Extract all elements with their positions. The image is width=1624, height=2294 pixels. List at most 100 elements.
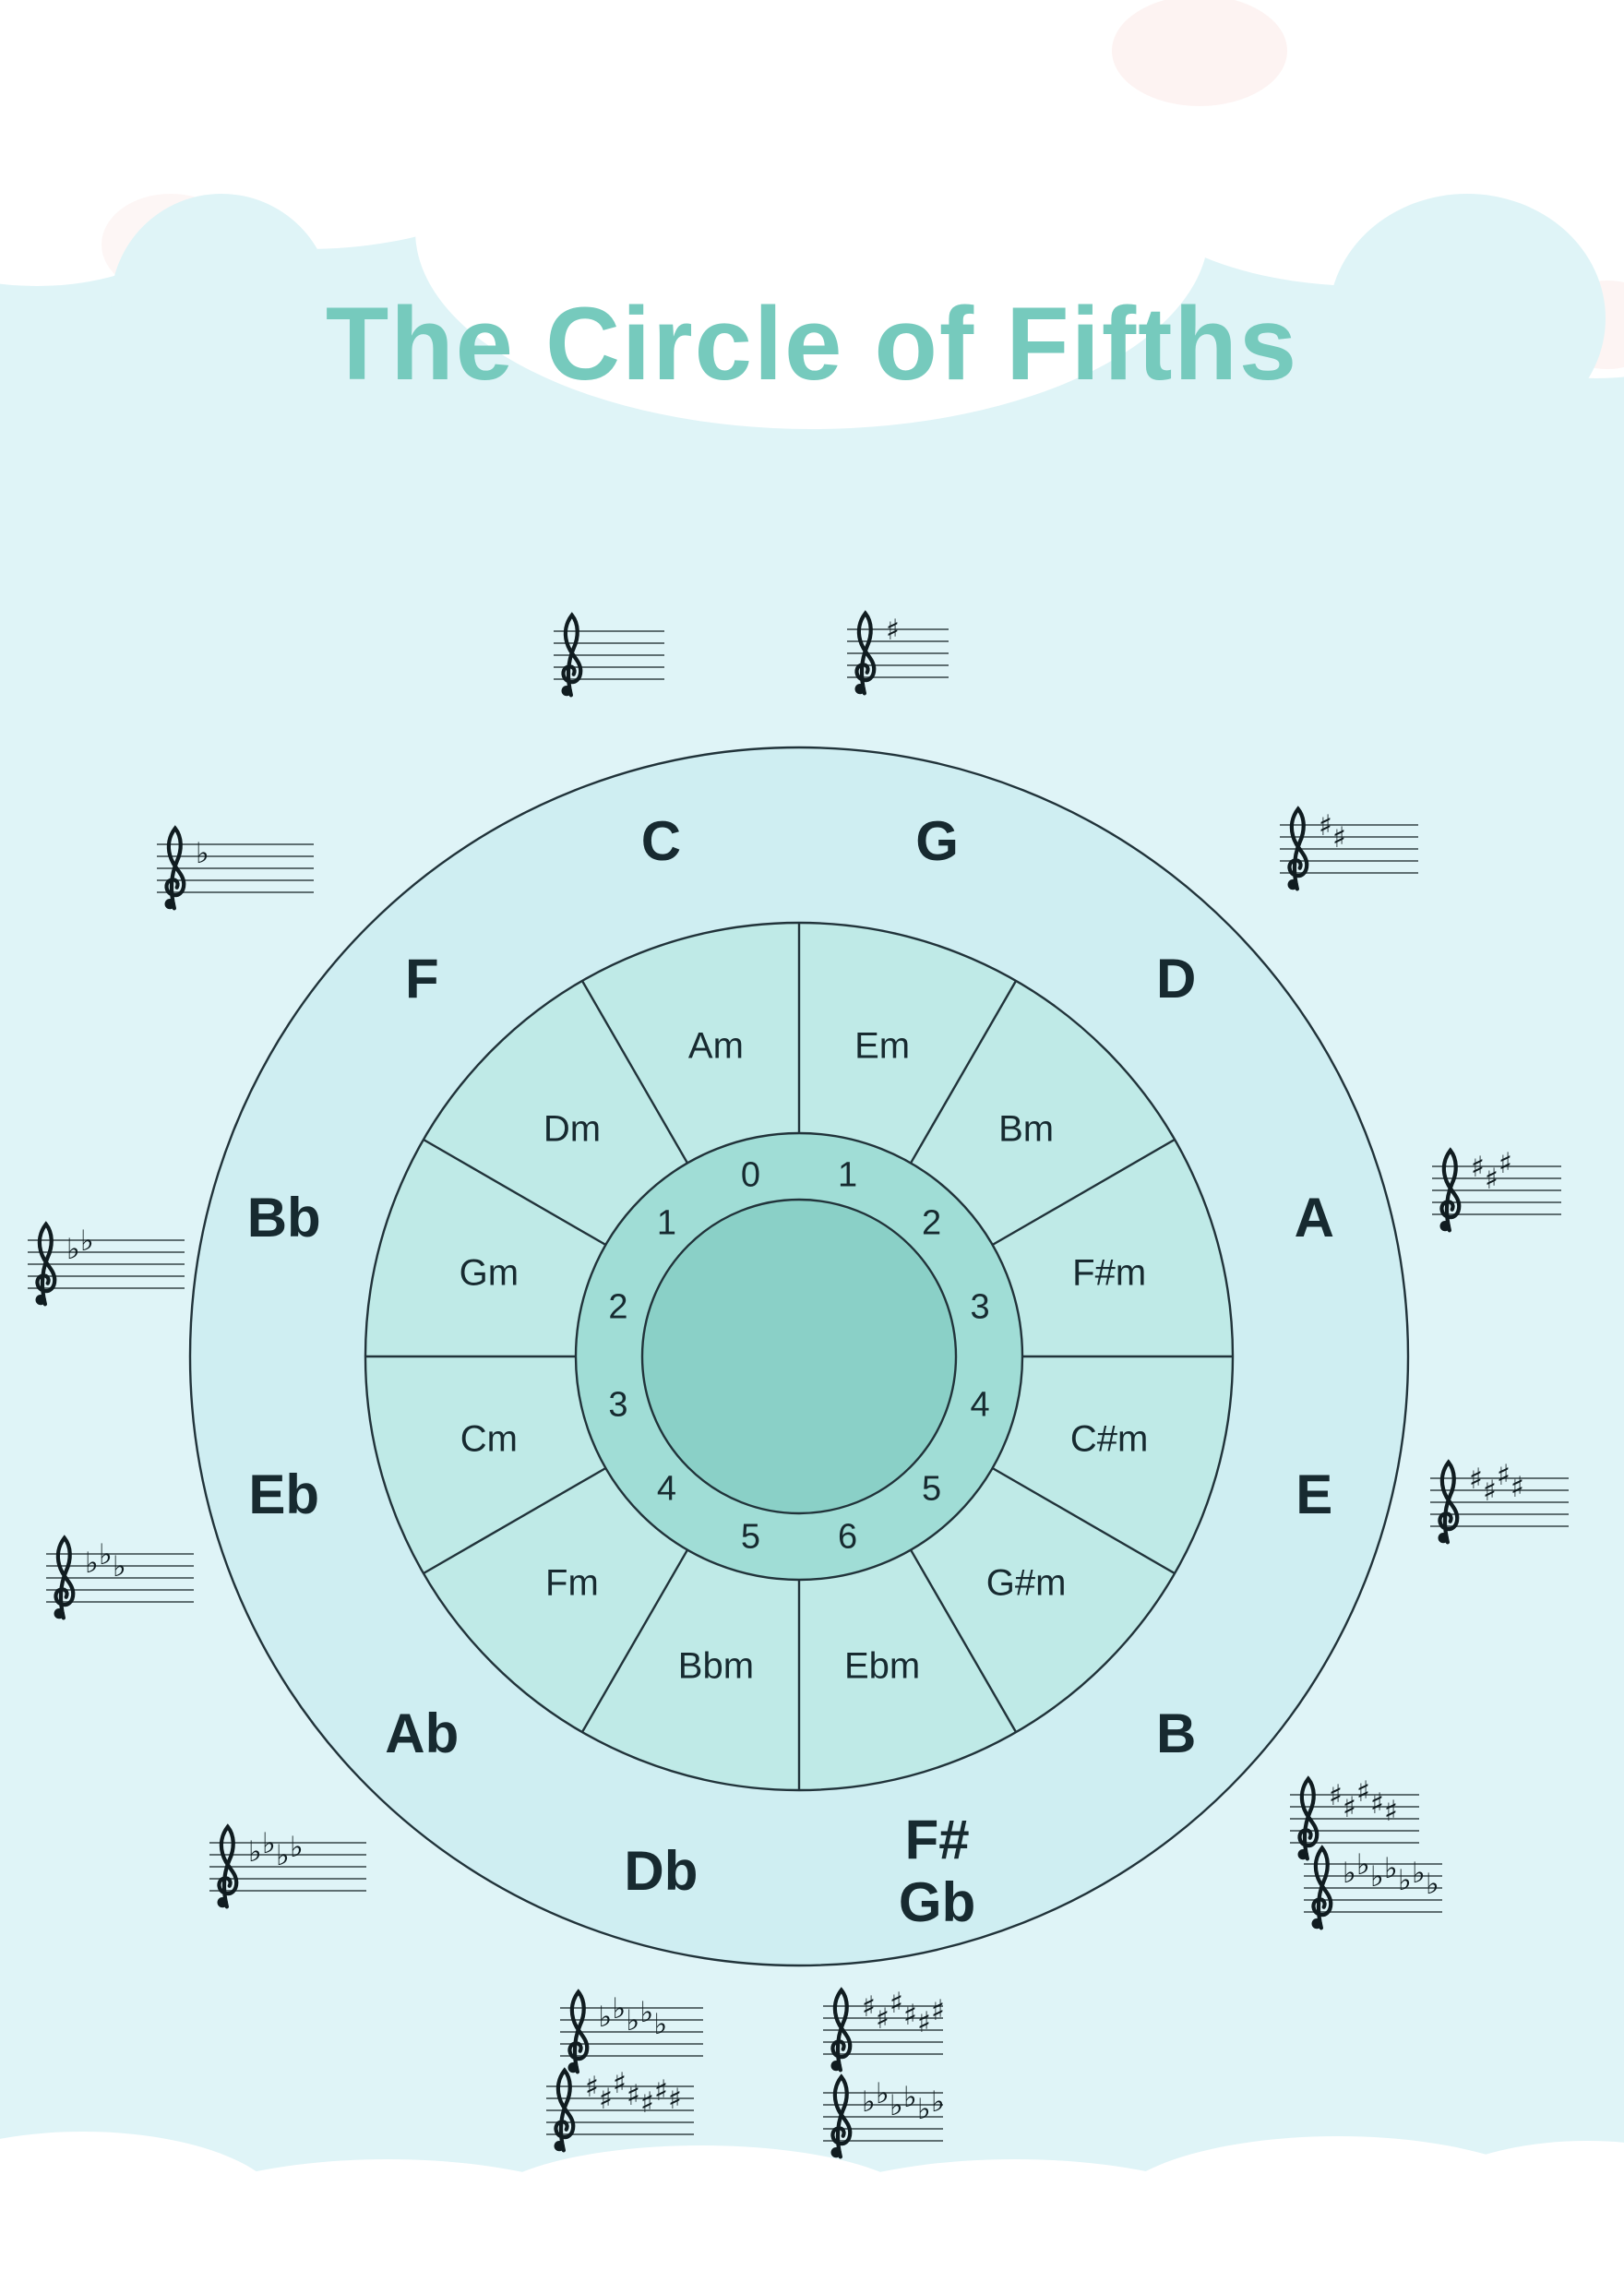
staff-line — [209, 1842, 366, 1844]
key-signature-Gb: ♭♭♭♭♭♭ — [823, 2092, 945, 2142]
treble-clef-icon — [1430, 1457, 1462, 1547]
staff-line — [546, 2097, 694, 2099]
sharp-icon: ♯ — [903, 1999, 918, 2032]
flat-icon: ♭ — [612, 1992, 627, 2025]
staff-line — [28, 1263, 185, 1265]
key-signature-D: ♯♯ — [1280, 824, 1418, 874]
staff-line — [46, 1589, 194, 1591]
staff-line — [1304, 1911, 1442, 1913]
treble-clef-icon — [823, 1985, 854, 2075]
staff-line — [823, 2092, 943, 2094]
staff-line — [847, 640, 949, 642]
key-signature-Cs: ♯♯♯♯♯♯♯ — [546, 2085, 694, 2135]
staff-line — [847, 676, 949, 678]
sharp-icon: ♯ — [654, 2074, 669, 2108]
key-signature-Fs: ♯♯♯♯♯♯ — [823, 2002, 945, 2055]
staff-line — [157, 843, 314, 845]
staff-line — [823, 2053, 943, 2055]
major-key-E: E — [1296, 1463, 1333, 1525]
staff-line — [209, 1854, 366, 1856]
key-signature-Eb: ♭♭♭ — [46, 1553, 194, 1603]
staff-line — [1432, 1177, 1561, 1179]
sharp-icon: ♯ — [1485, 1163, 1499, 1196]
sharp-icon: ♯ — [1471, 1151, 1486, 1184]
major-key-B: B — [1156, 1702, 1197, 1764]
staff-line — [1430, 1477, 1569, 1479]
staff-line — [823, 2128, 943, 2130]
staff-line — [157, 855, 314, 857]
flat-icon: ♭ — [598, 2001, 613, 2034]
staff-line — [157, 867, 314, 869]
staff-line — [554, 630, 664, 632]
accidental-count--45: 1 — [656, 1203, 677, 1243]
staff-line — [28, 1275, 185, 1277]
flat-icon: ♭ — [1426, 1868, 1439, 1901]
accidental-count-135: 5 — [921, 1469, 942, 1509]
flat-icon: ♭ — [639, 1996, 654, 2029]
staff-line — [1280, 824, 1418, 826]
staff-line — [28, 1239, 185, 1241]
page-title: The Circle of Fifths — [325, 286, 1299, 401]
minor-key-Dm: Dm — [543, 1108, 602, 1150]
staff-line — [546, 2085, 694, 2087]
major-key-Ab: Ab — [385, 1702, 460, 1764]
sharp-icon: ♯ — [1356, 1775, 1371, 1809]
staff-line — [46, 1577, 194, 1579]
staff-line — [823, 2029, 943, 2031]
key-signature-Db: ♭♭♭♭♭ — [559, 2004, 703, 2057]
key-signature-C — [554, 630, 664, 680]
flat-icon: ♭ — [1384, 1852, 1398, 1885]
treble-clef-icon — [560, 1987, 591, 2077]
staff-line — [823, 2140, 943, 2142]
sharp-icon: ♯ — [1329, 1779, 1343, 1812]
staff-line — [1290, 1794, 1419, 1796]
treble-clef-icon — [209, 1822, 241, 1912]
staff-line — [28, 1251, 185, 1253]
sharp-icon: ♯ — [862, 1990, 877, 2024]
key-signature-B: ♯♯♯♯♯ — [1290, 1794, 1419, 1844]
flat-icon: ♭ — [113, 1550, 126, 1583]
flat-icon: ♭ — [99, 1538, 113, 1571]
major-key-Fs: F#Gb — [898, 1809, 976, 1934]
staff-line — [554, 666, 664, 668]
staff-line — [1290, 1830, 1419, 1832]
staff-line — [823, 2104, 943, 2106]
sharp-icon: ♯ — [613, 2067, 627, 2100]
flat-icon: ♭ — [626, 2004, 640, 2037]
treble-clef-icon — [1304, 1843, 1335, 1933]
sharp-icon: ♯ — [876, 2002, 890, 2036]
staff-line — [1280, 872, 1418, 874]
staff-line — [157, 891, 314, 893]
minor-key-Gm: Gm — [459, 1252, 519, 1294]
flat-icon: ♭ — [903, 2081, 917, 2114]
sharp-icon: ♯ — [1499, 1147, 1513, 1180]
key-signature-G: ♯ — [847, 628, 949, 678]
sharp-icon: ♯ — [640, 2086, 655, 2120]
staff-line — [823, 2041, 943, 2043]
staff-line — [559, 2031, 703, 2033]
staff-line — [554, 642, 664, 644]
flat-icon: ♭ — [290, 1831, 304, 1864]
minor-key-Bm: Bm — [998, 1108, 1055, 1150]
minor-key-Gsm: G#m — [985, 1562, 1067, 1604]
staff-line — [546, 2121, 694, 2123]
staff-line — [847, 664, 949, 666]
key-signature-Bb: ♭♭ — [28, 1239, 185, 1289]
staff-line — [1280, 836, 1418, 838]
flat-icon: ♭ — [1412, 1857, 1426, 1890]
flat-icon: ♭ — [1370, 1860, 1384, 1894]
flat-icon: ♭ — [876, 2077, 890, 2110]
flat-icon: ♭ — [931, 2085, 945, 2119]
staff-line — [554, 654, 664, 656]
accidental-count-165: 6 — [837, 1517, 858, 1557]
major-key-Eb: Eb — [248, 1463, 320, 1525]
flat-icon: ♭ — [80, 1225, 94, 1258]
staff-line — [559, 2043, 703, 2045]
sharp-icon: ♯ — [890, 1987, 904, 2020]
staff-line — [823, 2005, 943, 2007]
staff-line — [1290, 1818, 1419, 1820]
flat-icon: ♭ — [1356, 1848, 1370, 1882]
key-signature-E: ♯♯♯♯ — [1430, 1477, 1569, 1527]
staff-line — [46, 1553, 194, 1555]
treble-clef-icon — [554, 610, 585, 700]
